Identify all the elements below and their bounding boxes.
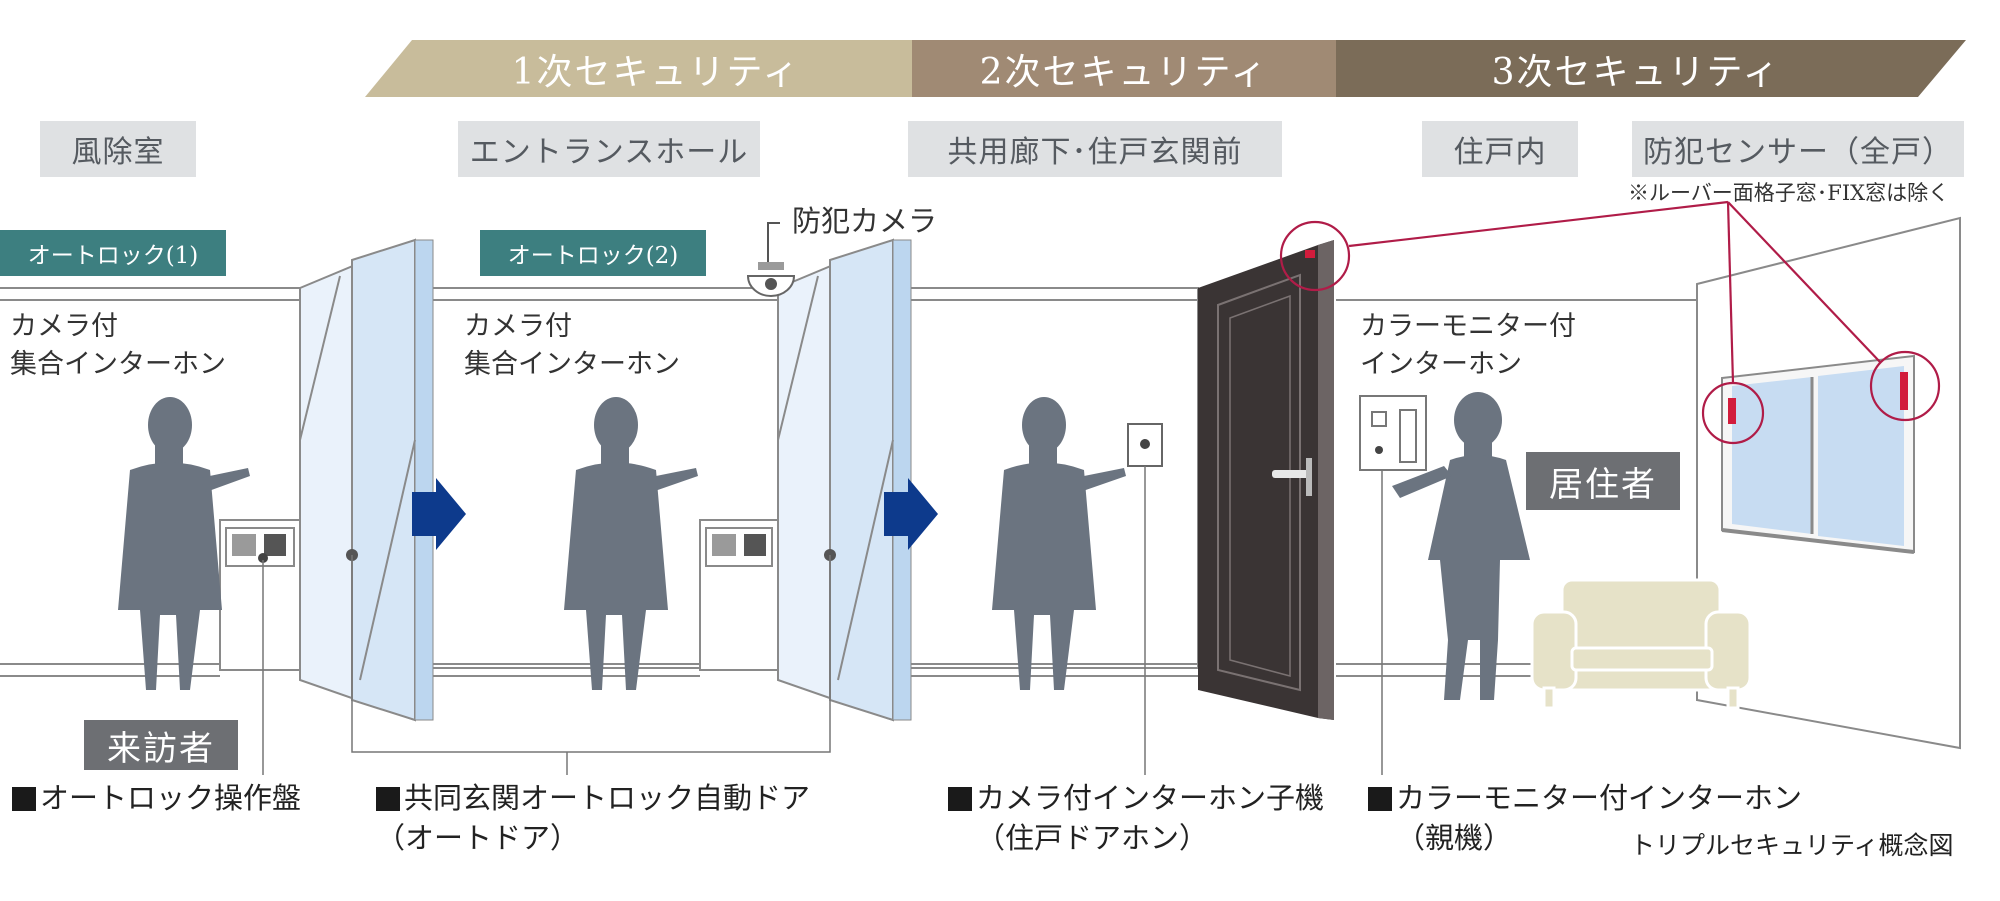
bullet-square-icon bbox=[948, 787, 972, 811]
color-monitor-intercom bbox=[1359, 395, 1427, 775]
bullet-square-icon bbox=[376, 787, 400, 811]
stage-1-banner bbox=[365, 40, 912, 97]
area-vestibule: 風除室 bbox=[40, 121, 196, 177]
area-sensor: 防犯センサー（全戸） bbox=[1632, 121, 1964, 177]
area-inside-unit: 住戸内 bbox=[1422, 121, 1578, 177]
stage-3-banner bbox=[1336, 40, 1966, 97]
intercom-2-label: カメラ付 集合インターホン bbox=[464, 311, 680, 380]
caption-camera-sub-unit: カメラ付インターホン子機 （住戸ドアホン） bbox=[948, 778, 1324, 858]
visitor-label: 来訪者 bbox=[84, 720, 238, 770]
diagram-title: トリプルセキュリティ概念図 bbox=[1630, 831, 1954, 860]
caption-monitor-main-unit: カラーモニター付インターホン （親機） bbox=[1368, 778, 1802, 858]
area-entrance-hall: エントランスホール bbox=[458, 121, 760, 177]
security-camera-label: 防犯カメラ bbox=[792, 204, 938, 238]
monitor-intercom-label: カラーモニター付 インターホン bbox=[1360, 311, 1576, 380]
bullet-square-icon bbox=[1368, 787, 1392, 811]
autolock-1-badge: オートロック(1) bbox=[0, 230, 226, 276]
security-camera-icon bbox=[746, 222, 796, 297]
auto-door-1 bbox=[299, 238, 434, 722]
autolock-2-badge: オートロック(2) bbox=[480, 230, 706, 276]
stage-2-banner bbox=[912, 40, 1336, 97]
visitor-silhouette-2 bbox=[564, 397, 698, 690]
intercom-1-label: カメラ付 集合インターホン bbox=[10, 311, 226, 380]
visitor-silhouette-3 bbox=[992, 397, 1126, 690]
caption-connectors bbox=[262, 555, 831, 775]
apartment-door bbox=[1198, 240, 1334, 720]
visitor-silhouette-1 bbox=[118, 397, 250, 690]
caption-autolock-panel: オートロック操作盤 bbox=[12, 778, 301, 818]
stage-1-label: 1次セキュリティ bbox=[511, 51, 801, 93]
autolock-panel-2 bbox=[699, 519, 779, 671]
arrow-right-icon bbox=[884, 478, 938, 550]
autolock-panel-1 bbox=[219, 519, 301, 671]
stage-3-label: 3次セキュリティ bbox=[1491, 51, 1781, 93]
stage-2-label: 2次セキュリティ bbox=[979, 51, 1269, 93]
sensor-callouts bbox=[1279, 200, 1941, 445]
auto-door-2 bbox=[777, 238, 912, 722]
bullet-square-icon bbox=[12, 787, 36, 811]
window bbox=[1721, 354, 1915, 554]
sofa bbox=[1530, 578, 1752, 710]
arrow-right-icon bbox=[412, 478, 466, 550]
resident-silhouette bbox=[1392, 392, 1530, 700]
resident-label: 居住者 bbox=[1526, 452, 1680, 510]
caption-auto-door: 共同玄関オートロック自動ドア （オートドア） bbox=[376, 781, 811, 855]
sensor-note: ※ルーバー面格子窓･FIX窓は除く bbox=[1628, 181, 1950, 205]
camera-intercom-sub-unit bbox=[1127, 423, 1163, 775]
area-corridor: 共用廊下･住戸玄関前 bbox=[908, 121, 1282, 177]
